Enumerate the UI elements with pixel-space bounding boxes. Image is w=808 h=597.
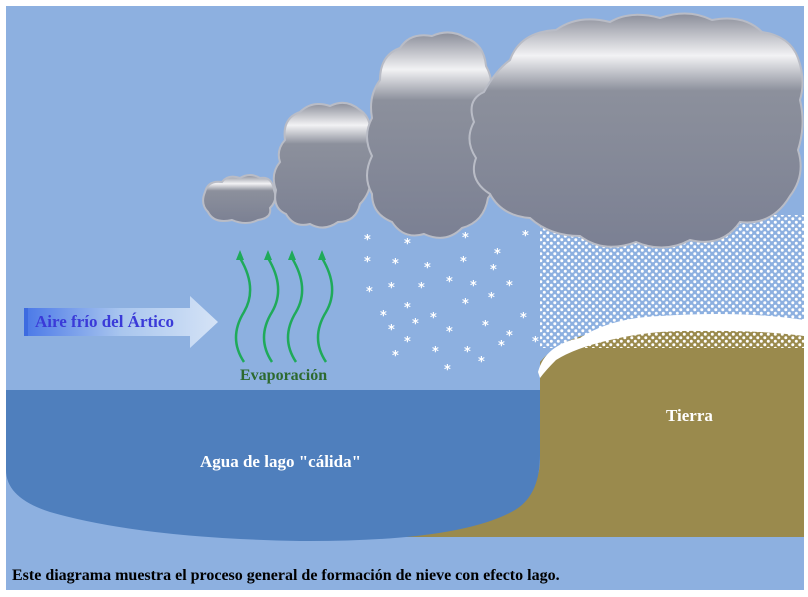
snowflake-icon: *: [462, 297, 469, 312]
evaporation-arrowhead: [264, 250, 272, 260]
lake-water-label: Agua de lago "cálida": [200, 452, 362, 471]
snowflake-icon: *: [366, 285, 373, 300]
snowflake-icon: *: [446, 275, 453, 290]
cold-air-label: Aire frío del Ártico: [35, 312, 174, 331]
snowflake-icon: *: [364, 255, 371, 270]
snowflake-icon: *: [392, 349, 399, 364]
snowflake-icon: *: [364, 233, 371, 248]
snowflake-icon: *: [404, 301, 411, 316]
snowflake-icon: *: [392, 257, 399, 272]
evaporation-arrowhead: [318, 250, 326, 260]
snowflake-icon: *: [532, 335, 539, 350]
snowflake-icon: *: [488, 291, 495, 306]
evaporation-arrowhead: [288, 250, 296, 260]
evaporation-arrowhead: [236, 250, 244, 260]
evaporation-wave-icon: [234, 250, 334, 363]
cloud-icon: [202, 12, 804, 249]
snowflake-icon: *: [460, 255, 467, 270]
snowflake-icon: *: [444, 363, 451, 378]
snowflake-icon: *: [430, 311, 437, 326]
snowflake-icon: *: [446, 325, 453, 340]
evaporation-arrow: [316, 257, 334, 363]
snowflake-icon: *: [464, 345, 471, 360]
diagram-caption: Este diagrama muestra el proceso general…: [12, 567, 560, 584]
evaporation-arrow: [286, 257, 304, 363]
snowflake-icon: *: [494, 247, 501, 262]
evaporation-arrow: [234, 257, 252, 363]
snowflake-icon: *: [470, 279, 477, 294]
snowflake-icon: *: [424, 261, 431, 276]
snowflake-icon: *: [404, 335, 411, 350]
snowflake-icon: *: [380, 309, 387, 324]
lake-water: [6, 390, 540, 542]
snowflake-icon: *: [478, 355, 485, 370]
snowflake-icon: *: [432, 345, 439, 360]
snowflake-icon: *: [482, 319, 489, 334]
snowflake-icon: *: [506, 329, 513, 344]
snowflake-icon: *: [418, 281, 425, 296]
land: [350, 321, 804, 537]
snowflake-icon: *: [506, 279, 513, 294]
snowflake-icon: *: [520, 311, 527, 326]
snowflake-icon: *: [522, 229, 529, 244]
snowflake-icon: *: [462, 231, 469, 246]
snowflake-icon: *: [388, 323, 395, 338]
cold-air-arrow-icon: [24, 296, 218, 348]
snowflake-icon: *: [498, 339, 505, 354]
land-label: Tierra: [666, 406, 713, 425]
snowflake-icon: *: [388, 281, 395, 296]
evaporation-label: Evaporación: [240, 367, 328, 384]
snowflake-icon: *: [490, 263, 497, 278]
snowflake-icon: *: [404, 237, 411, 252]
evaporation-arrow: [262, 257, 280, 363]
snowflake-icon: *: [412, 317, 419, 332]
